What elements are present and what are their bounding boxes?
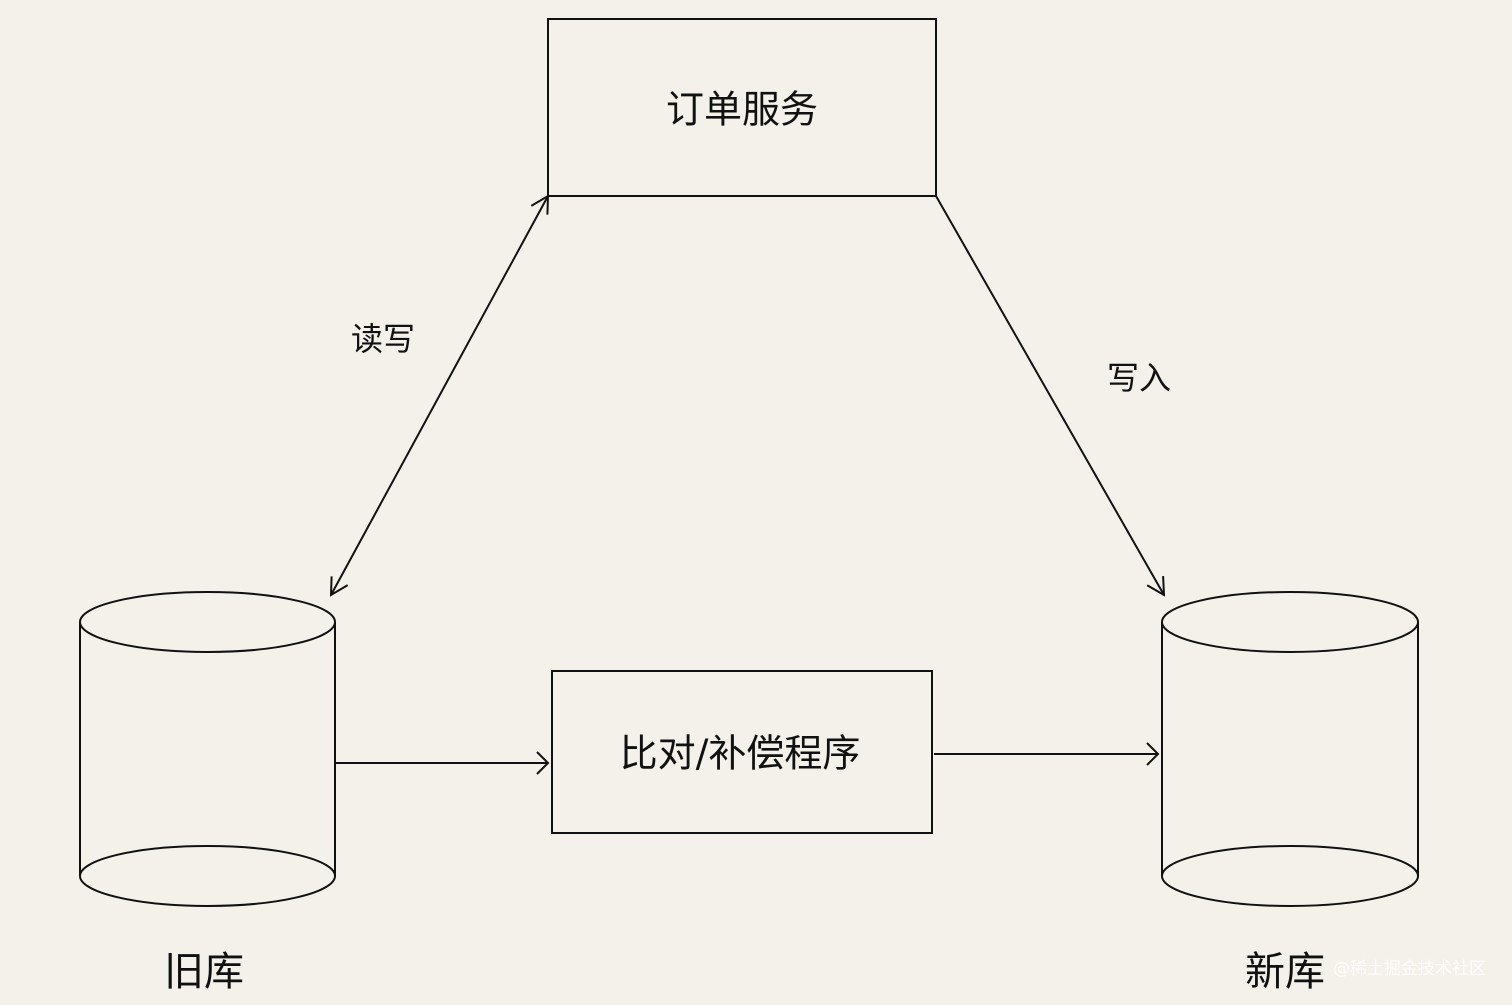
arrowhead-icon xyxy=(1146,742,1160,766)
edge-write-in: 写入 xyxy=(935,195,1171,597)
edge-read-write: 读写 xyxy=(329,194,550,597)
edge-read-write-label: 读写 xyxy=(351,320,415,358)
edge-program-to-new xyxy=(934,742,1160,766)
arrowhead-icon xyxy=(530,194,550,215)
old-db-node: 旧库 xyxy=(79,591,336,995)
compare-program-box xyxy=(551,670,933,834)
database-icon xyxy=(79,591,336,907)
edge-write-in-label: 写入 xyxy=(1107,359,1171,397)
watermark-text: @稀土掘金技术社区 xyxy=(1333,959,1486,979)
database-icon xyxy=(1161,591,1419,907)
new-db-node: 新库 xyxy=(1161,591,1419,995)
arrowhead-icon xyxy=(1146,576,1166,597)
new-db-label: 新库 xyxy=(1245,949,1325,995)
edge-old-to-program xyxy=(336,751,550,775)
old-db-label: 旧库 xyxy=(164,949,244,995)
order-service-label: 订单服务 xyxy=(666,88,818,132)
order-service-box xyxy=(547,18,937,197)
arrowhead-icon xyxy=(329,576,349,597)
order-service-node: 订单服务 xyxy=(547,18,937,197)
compare-program-label: 比对/补偿程序 xyxy=(620,732,861,776)
arrowhead-icon xyxy=(536,751,550,775)
compare-program-node: 比对/补偿程序 xyxy=(551,670,933,834)
